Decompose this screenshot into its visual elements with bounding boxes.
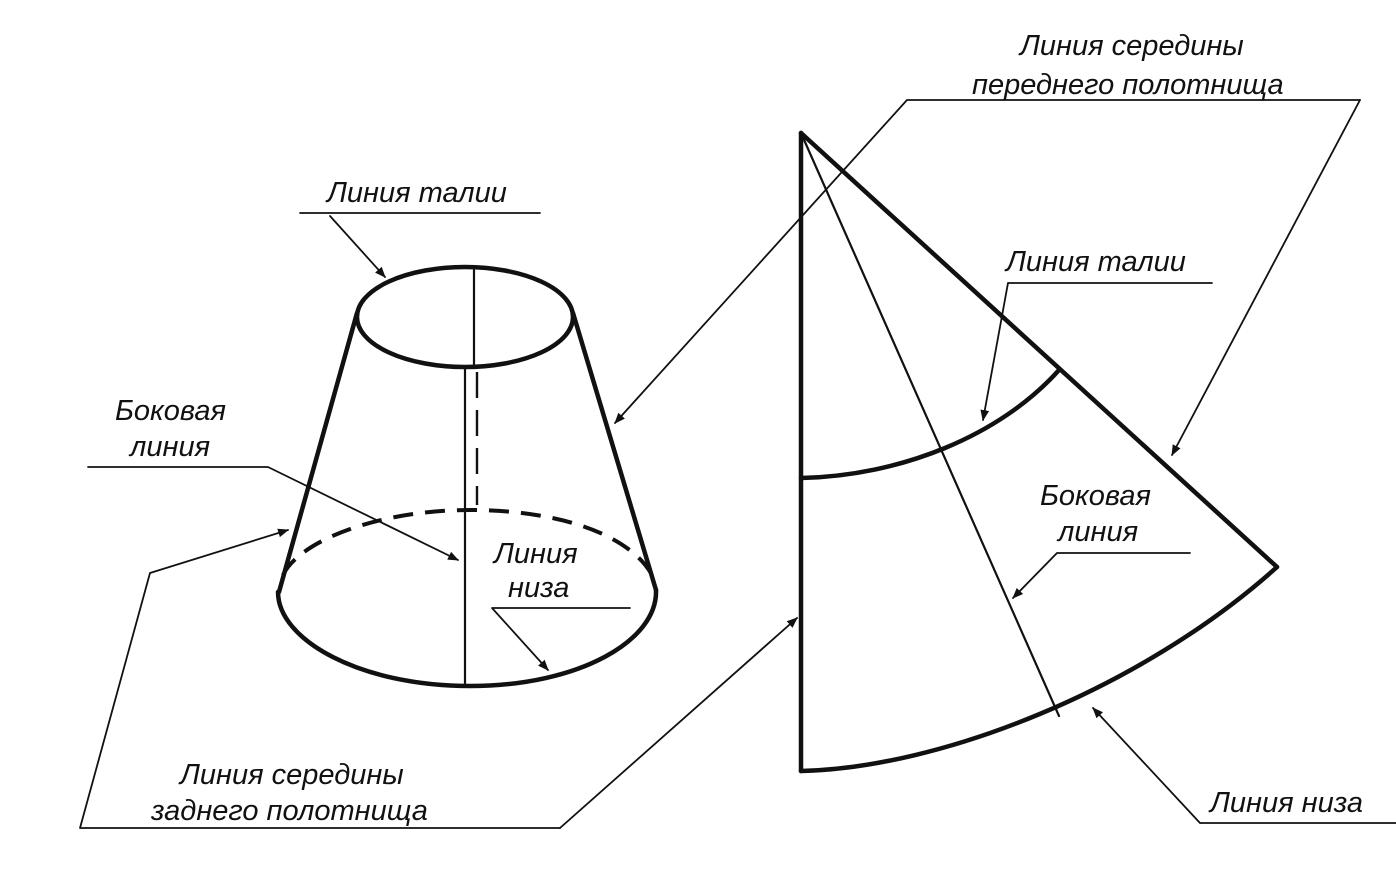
cone-waist-label: Линия талии [325,177,507,209]
pattern-front-center-edge [798,130,1280,570]
back-center-leader-left [79,528,561,829]
cone-side-leader [87,466,459,561]
pattern-side-seam [799,131,1061,718]
pattern-side-leader [1012,552,1191,599]
cone-waist-arrow [329,215,386,278]
back-center-label-1: Линия середины [178,759,404,791]
front-center-leader-right [1171,99,1361,456]
cone-figure [275,264,659,689]
cone-side-label-1: Боковая [115,395,226,427]
pattern-waist-leader [980,282,1213,422]
front-center-label-1: Линия середины [1018,30,1244,62]
front-center-label-2: переднего полотнища [972,69,1284,101]
cone-side-label-2: линия [128,431,210,463]
cone-hem-label-2: низа [508,572,569,604]
pattern-figure [798,130,1280,774]
front-center-leader-left [614,99,1361,424]
pattern-hem-arc [798,564,1280,774]
cone-left-side [276,310,360,595]
pattern-side-label-1: Боковая [1040,480,1151,512]
pattern-waist-arc [798,367,1062,481]
cone-waist-ellipse [354,264,576,370]
cone-hem-leader [491,607,631,671]
pattern-hem-leader [1092,707,1396,824]
cone-hem-label-1: Линия [492,538,578,570]
back-center-leader-right [559,617,798,829]
pattern-hem-label: Линия низа [1208,787,1363,819]
cone-right-side [570,310,659,593]
cone-hem-front [275,587,659,689]
pattern-side-label-2: линия [1056,516,1138,548]
cone-hem-back [281,507,654,576]
pattern-waist-label: Линия талии [1004,246,1186,278]
back-center-label-2: заднего полотнища [150,795,428,827]
